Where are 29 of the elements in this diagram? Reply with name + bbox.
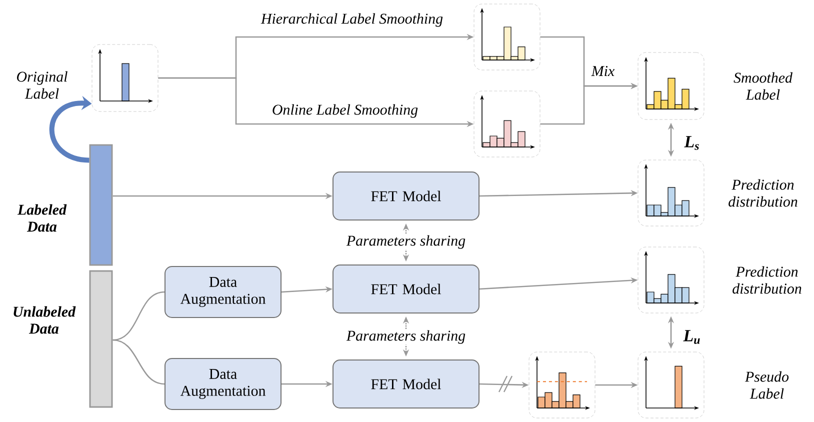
edge-label: L$_{s}$ xyxy=(683,135,701,151)
process-box: FET Model xyxy=(332,172,480,220)
side-caption: Unlabeled Data xyxy=(14,306,76,334)
process-box: Data Augmentation xyxy=(164,266,282,318)
side-caption: Prediction distribution xyxy=(728,179,798,207)
histogram-card xyxy=(528,352,596,418)
histogram-card xyxy=(638,160,704,226)
edge-label: L$_{u}$ xyxy=(682,329,702,345)
histogram-card xyxy=(638,52,704,120)
side-caption: Labeled Data xyxy=(17,204,67,232)
edge-label: Parameters sharing xyxy=(345,234,467,250)
histogram-card xyxy=(92,44,158,112)
side-caption: Pseudo Label xyxy=(744,371,789,399)
histogram-card xyxy=(638,246,704,314)
side-caption: Smoothed Label xyxy=(734,72,792,100)
histogram-card xyxy=(474,4,540,70)
process-box: Data Augmentation xyxy=(164,358,282,410)
edge-label: Online Label Smoothing xyxy=(270,103,420,119)
data-bar xyxy=(89,270,113,408)
edge-label: Hierarchical Label Smoothing xyxy=(260,12,444,28)
process-box: FET Model xyxy=(332,360,480,408)
edge-label: Parameters sharing xyxy=(345,329,467,345)
data-bar xyxy=(89,144,113,266)
histogram-card xyxy=(474,90,540,158)
side-caption: Prediction distribution xyxy=(732,266,802,294)
histogram-card xyxy=(638,352,704,418)
side-caption: Original Label xyxy=(17,71,68,99)
process-box: FET Model xyxy=(332,264,480,314)
edge-label: Mix xyxy=(590,65,616,77)
